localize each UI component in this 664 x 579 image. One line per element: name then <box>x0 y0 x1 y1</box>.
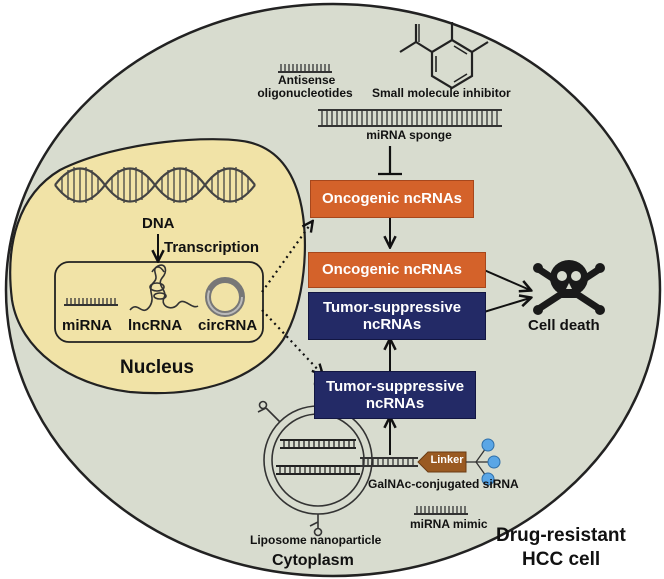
benzene-molecule-icon <box>399 22 489 90</box>
inhibition-bar <box>378 146 402 176</box>
lncrna-icon <box>129 264 199 312</box>
mirna-sponge-icon <box>318 109 502 127</box>
small-molecule-label: Small molecule inhibitor <box>372 86 511 100</box>
linker-label: Linker <box>430 454 464 466</box>
suppressive-mid-line1: Tumor-suppressive <box>322 298 462 316</box>
dna-label: DNA <box>142 215 175 232</box>
circrna-icon <box>205 277 245 317</box>
tumor-suppressive-mid: Tumor-suppressive ncRNAs <box>308 292 486 340</box>
cell-name-line2: HCC cell <box>522 549 601 570</box>
antisense-label-line2: oligonucleotides <box>257 86 353 100</box>
transcription-label: Transcription <box>164 239 260 256</box>
suppressive-bottom-line1: Tumor-suppressive <box>325 377 465 395</box>
oncogenic-mid-label: Oncogenic ncRNAs <box>321 261 463 279</box>
liposome-label: Liposome nanoparticle <box>250 533 382 547</box>
galnac-sirna-icon <box>360 438 501 486</box>
oncogenic-ncrnas-mid: Oncogenic ncRNAs <box>308 252 486 288</box>
circrna-label: circRNA <box>198 317 258 334</box>
mirna-label: miRNA <box>62 317 113 334</box>
arrow-to-death-1 <box>483 269 530 290</box>
mirna-icon <box>64 298 118 306</box>
skull-crossbones-icon <box>533 260 605 315</box>
lncrna-label: lncRNA <box>128 317 183 334</box>
mirna-mimic-label: miRNA mimic <box>410 517 488 531</box>
antisense-label-line1: Antisense <box>278 73 336 87</box>
mirna-sponge-label: miRNA sponge <box>366 128 452 142</box>
oncogenic-top-label: Oncogenic ncRNAs <box>321 190 463 208</box>
arrow-to-death-2 <box>483 298 530 313</box>
suppressive-mid-line2: ncRNAs <box>362 316 422 333</box>
cell-name-line1: Drug-resistant <box>496 525 626 546</box>
antisense-oligo-icon <box>278 64 332 73</box>
mirna-mimic-icon <box>414 506 468 515</box>
dotted-arrow-suppressive <box>261 309 322 374</box>
dotted-arrow-oncogenic <box>261 222 312 293</box>
galnac-label: GalNAc-conjugated siRNA <box>368 477 519 491</box>
suppressive-bottom-line2: ncRNAs <box>365 395 425 412</box>
dna-helix-icon <box>54 167 256 203</box>
oncogenic-ncrnas-top: Oncogenic ncRNAs <box>310 180 474 218</box>
tumor-suppressive-bottom: Tumor-suppressive ncRNAs <box>314 371 476 419</box>
liposome-icon <box>257 379 373 537</box>
cell-death-label: Cell death <box>528 317 600 334</box>
nucleus-label: Nucleus <box>120 357 194 378</box>
cytoplasm-label: Cytoplasm <box>272 552 354 569</box>
